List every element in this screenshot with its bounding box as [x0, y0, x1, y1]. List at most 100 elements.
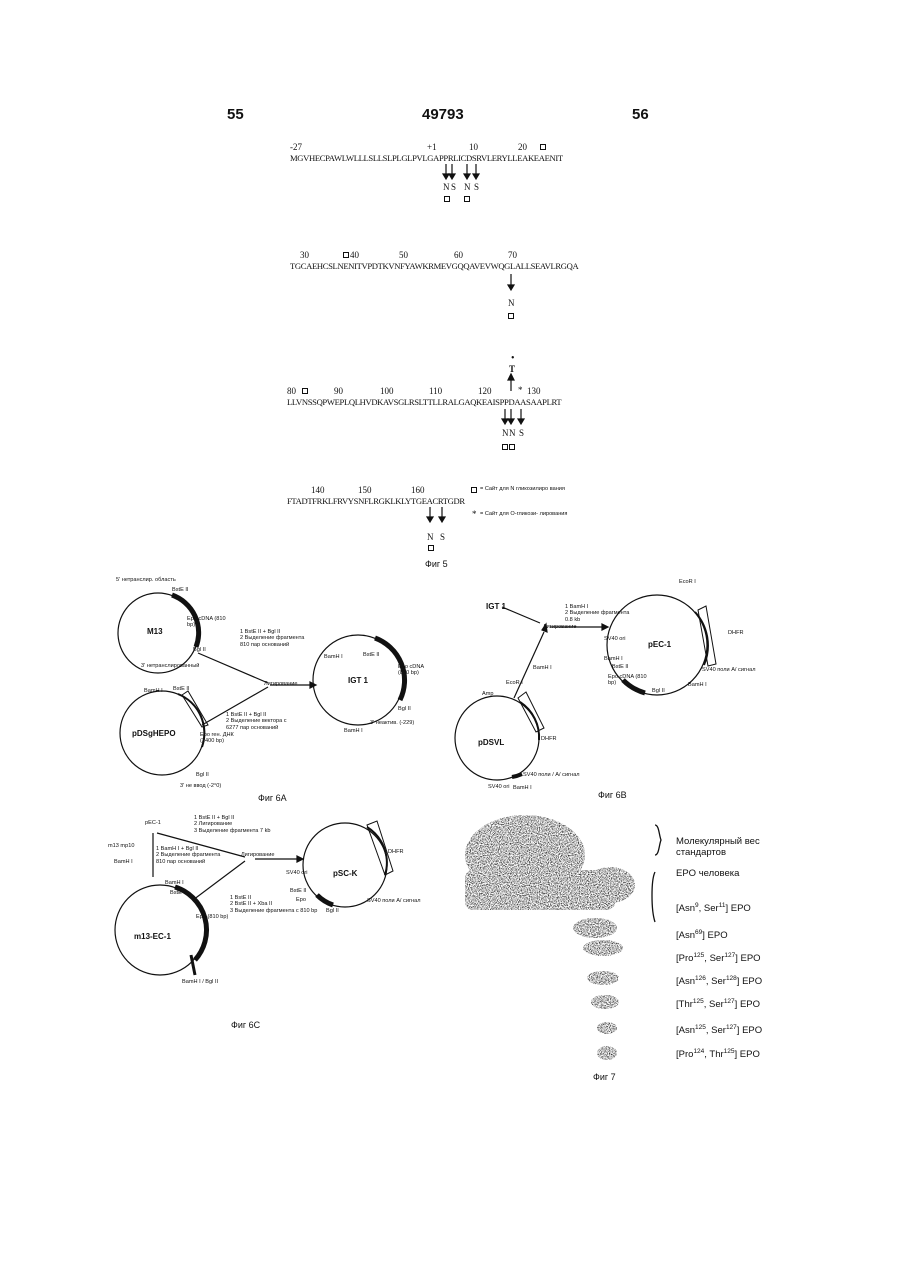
seq-num: 100: [380, 386, 394, 396]
sequence-line-1: MGVHECPAWLWLLLSLLSLPLGLPVLGAPPRLICDSRVLE…: [290, 153, 563, 163]
seq-num: 40: [350, 250, 359, 260]
site-letter: N: [427, 532, 434, 542]
m13-site-top: BstE II: [172, 587, 188, 593]
glycosylation-site-box: [428, 545, 434, 551]
seq-num: 10: [469, 142, 478, 152]
fig6c-m13: m13 mp10: [108, 843, 134, 849]
seq-num: 110: [429, 386, 442, 396]
pec1-polya: SV40 поли А/ сигнал: [702, 667, 755, 673]
mw-brace: [655, 825, 661, 855]
igt1-insert-label: Epo cDNA (810 bp): [398, 664, 434, 677]
legend-box-icon: [471, 487, 477, 493]
glycosylation-site-box: [464, 196, 470, 202]
glycosylation-site-box: [502, 444, 508, 450]
arrow-group-1: [440, 164, 490, 184]
arrow-group-3: [500, 409, 530, 429]
page-number-right: 56: [632, 106, 649, 123]
m13-site-bottom: Bgl II: [193, 647, 206, 653]
step-line: 6277 пар оснований: [226, 725, 287, 731]
glycosylation-site-box: [343, 252, 349, 258]
psck-name: pSC-K: [333, 869, 357, 878]
epo-variant: [Asn9, Ser11] EPO: [676, 902, 762, 929]
figure-caption-6c: Фиг 6С: [231, 1020, 260, 1030]
seq-num: 120: [478, 386, 492, 396]
epo-variant: [Pro125, Ser127] EPO: [676, 952, 762, 975]
step-line: 2 Выделение фрагмента: [240, 635, 304, 641]
fig6b-source: IGT 1: [486, 602, 506, 611]
figure-caption-6a: Фиг 6А: [258, 793, 287, 803]
pdsvl-dhfr: DHFR: [541, 736, 557, 742]
seq-num: 130: [527, 386, 541, 396]
figure-caption-5: Фиг 5: [425, 559, 448, 569]
legend-o-glycosylation: = Сайт для О-гликози- лирования: [480, 511, 600, 517]
fig6c-ligation: Лигирование: [241, 852, 275, 858]
seq-num: +1: [427, 142, 437, 152]
seq-num: 90: [334, 386, 343, 396]
epo-brace: [652, 872, 655, 922]
o-glycosylation-star-icon: *: [518, 385, 523, 395]
step-line: 810 пар оснований: [156, 859, 220, 865]
epo-variant: [Asn69] EPO: [676, 929, 762, 952]
seq-num: 140: [311, 485, 325, 495]
fig6a-steps-bottom: 1 BstE II + Bgl II 2 Выделение вектора с…: [226, 712, 287, 731]
epo-variant: [Asn126, Ser128] EPO: [676, 975, 762, 998]
psck-dhfr: DHFR: [388, 849, 404, 855]
legend-n-glycosylation: = Сайт для N гликозилиро вания: [480, 486, 640, 492]
step-line: 3 Выделение фрагмента 7 kb: [194, 828, 271, 834]
pec1-bgl: Bgl II: [652, 688, 665, 694]
igt1-site-top: BstE II: [363, 652, 379, 658]
m13ec-name: m13-EC-1: [134, 932, 171, 941]
igt1-site-left: BamH I: [344, 728, 363, 734]
epo-variant: [Asn125, Ser127] EPO: [676, 1024, 762, 1048]
psck-bgl: Bgl II: [326, 908, 339, 914]
up-arrow-icon: [505, 374, 517, 392]
fig6c-steps-mid: 1 BamH I + Bgl II 2 Выделение фрагмента …: [156, 846, 220, 865]
pdsvl-amp: Amp: [482, 691, 494, 697]
seq-num: 50: [399, 250, 408, 260]
glycosylation-site-box: [540, 144, 546, 150]
seq-num: 80: [287, 386, 296, 396]
site-letter: N: [443, 182, 450, 192]
sequence-line-2: TGCAEHCSLNENITVPDTKVNFYAWKRMEVGQQAVEVWQG…: [290, 261, 578, 271]
mw-standards-label: Молекулярный вес стандартов: [676, 836, 766, 858]
pdsvl-site-cut: BamH I: [533, 665, 552, 671]
pdsgenepo-site-top: BstE II: [173, 686, 189, 692]
site-letter: S: [474, 182, 479, 192]
fig6c-bamh: BamH I: [114, 859, 133, 865]
figure-caption-6b: Фиг 6В: [598, 790, 627, 800]
igt1-site-bottom: Bgl II: [398, 706, 411, 712]
seq-num: 150: [358, 485, 372, 495]
m13-insert-label: Epo cDNA (810 bp): [187, 616, 227, 629]
pdsvl-sv40: SV40 ori: [488, 784, 509, 790]
pec1-name: pEC-1: [648, 640, 671, 649]
gel-image: [455, 810, 675, 1070]
glycosylation-site-box: [508, 313, 514, 319]
pdsgenepo-name: pDSgHEPO: [132, 729, 176, 738]
epo-variant: [Pro124, Thr125] EPO: [676, 1048, 762, 1072]
pdsvl-bamh: BamH I: [513, 785, 532, 791]
pec1-bamh-right: BamH I: [688, 682, 707, 688]
igt1-bottom-label: 3' неактив. (-229): [370, 720, 414, 726]
psck-bste: BstE II: [290, 888, 306, 894]
sequence-line-4: FTADTFRKLFRVYSNFLRGKLKLYTGEACRTGDR: [287, 496, 465, 506]
human-epo-label: EPO человека: [676, 868, 739, 879]
seq-num: 30: [300, 250, 309, 260]
m13-name: M13: [147, 627, 163, 636]
pec1-sv40: SV40 ori: [604, 636, 625, 642]
seq-num: 70: [508, 250, 517, 260]
site-letter: N: [509, 428, 516, 438]
site-letter: N: [502, 428, 509, 438]
step-line: 3 Выделение фрагмента с 810 bp: [230, 908, 317, 914]
step-line: 2 Выделение фрагмента: [156, 852, 220, 858]
fig6a-ligation: Лигирование: [264, 681, 298, 687]
seq-num: 60: [454, 250, 463, 260]
arrow-icon: [505, 274, 517, 294]
epo-variant-list: [Asn9, Ser11] EPO [Asn69] EPO [Pro125, S…: [676, 902, 762, 1072]
arrow-group-4: [425, 507, 451, 527]
glycosylation-site-box: [302, 388, 308, 394]
site-letter: S: [440, 532, 445, 542]
site-letter: S: [519, 428, 524, 438]
igt1-site-top-left: BamH I: [324, 654, 343, 660]
pec1-site-top: EcoR I: [679, 579, 696, 585]
page-number-left: 55: [227, 106, 244, 123]
